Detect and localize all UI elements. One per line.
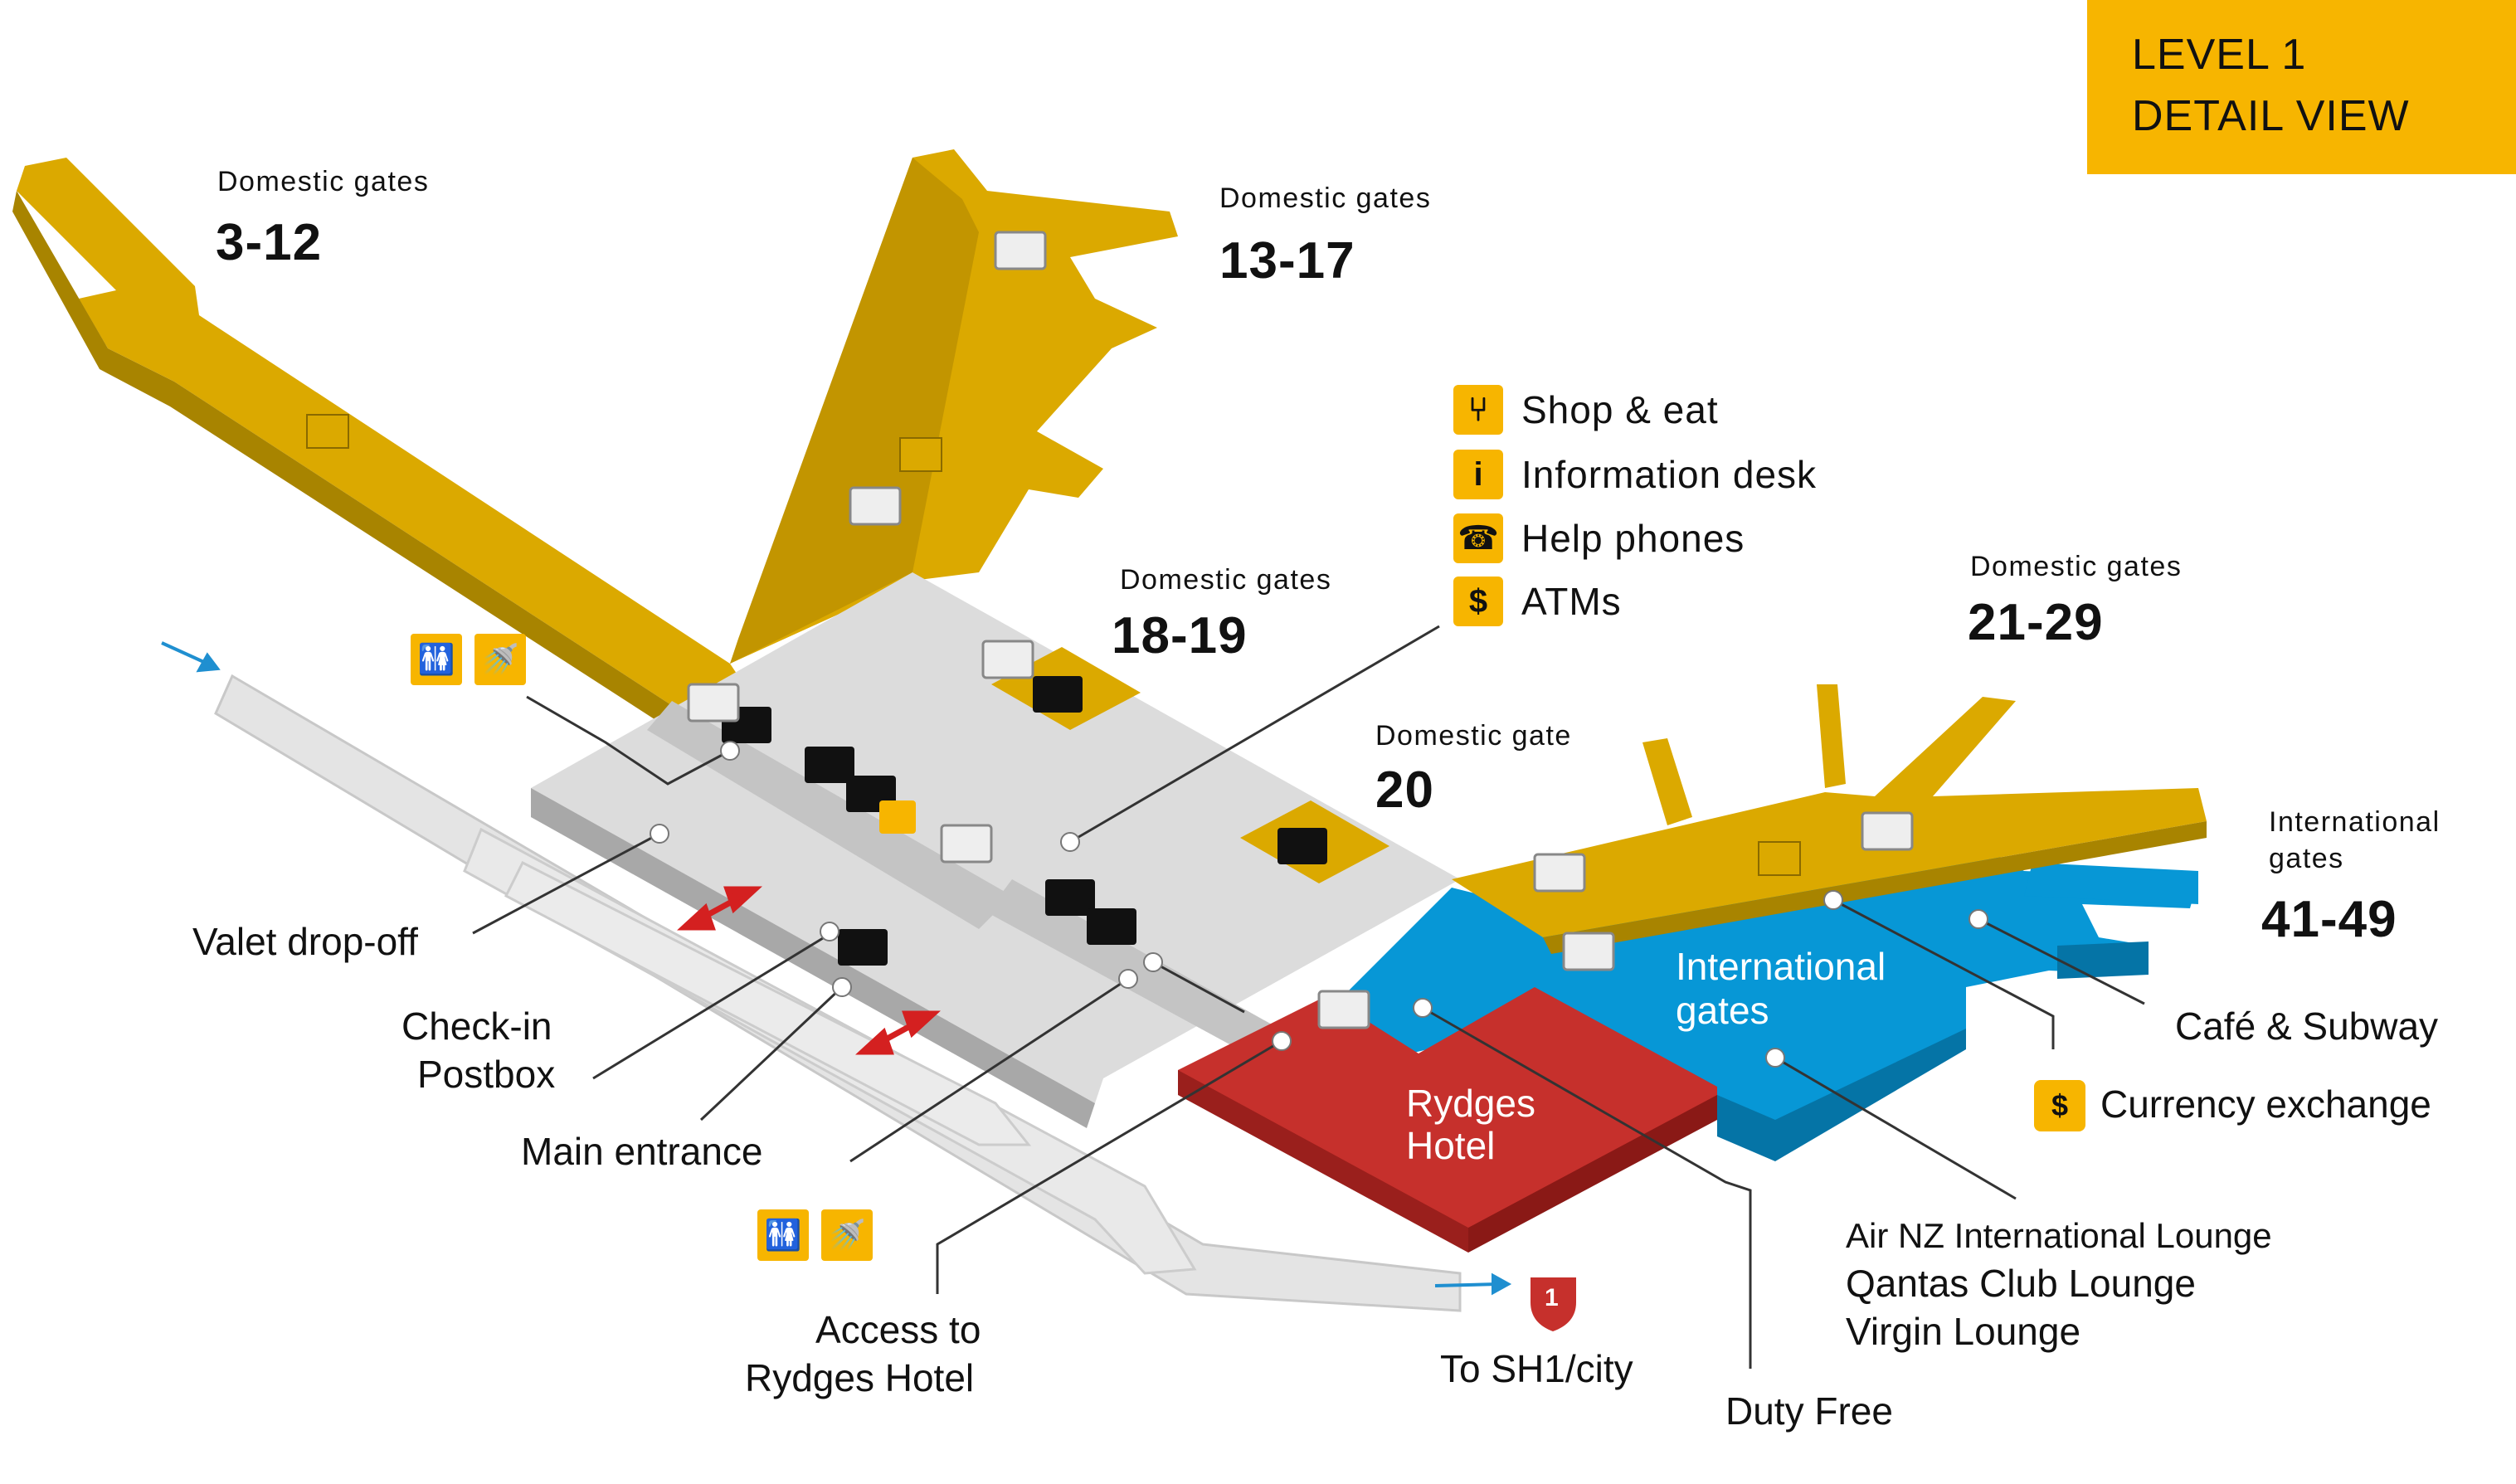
access-rydges-label-line1: Access to xyxy=(815,1308,981,1351)
gate-18-19-title: Domestic gates xyxy=(1120,564,1332,596)
roads xyxy=(214,674,1462,1312)
leader-dots xyxy=(650,741,1988,1068)
gate-21-29-title: Domestic gates xyxy=(1970,551,2183,582)
sh1-shield-icon xyxy=(1531,1277,1576,1331)
two-way-arrows xyxy=(677,886,941,1055)
lounge-qantas-label: Qantas Club Lounge xyxy=(1846,1262,2196,1305)
currency-exchange-icon: $ xyxy=(2034,1080,2085,1131)
pier-toilet-icons xyxy=(306,414,1801,876)
legend-label: Help phones xyxy=(1521,517,1745,560)
access-rydges-label-line2: Rydges Hotel xyxy=(745,1356,975,1399)
toilets-icon: 🚻 xyxy=(411,634,462,685)
gate-3-12-number: 3-12 xyxy=(216,214,323,271)
gate-18-19-number: 18-19 xyxy=(1112,607,1248,664)
shop-eat-icon: ⑂ xyxy=(1453,385,1503,435)
checkin-label: Check-in xyxy=(401,1005,552,1048)
international-area-label-line2: gates xyxy=(1676,989,1769,1032)
atm-icon: $ xyxy=(1453,577,1503,626)
level-indicator: LEVEL 1 DETAIL VIEW xyxy=(2087,0,2516,174)
sh1-shield-number: 1 xyxy=(1545,1284,1559,1311)
lounge-virgin-label: Virgin Lounge xyxy=(1846,1310,2081,1353)
shower-icon: 🚿 xyxy=(474,634,526,685)
legend-label: Information desk xyxy=(1521,453,1818,496)
valet-dropoff-label: Valet drop-off xyxy=(192,920,418,963)
gate-41-49-title-line2: gates xyxy=(2269,843,2344,874)
gate-3-12-title: Domestic gates xyxy=(217,166,430,197)
blue-arrows xyxy=(161,641,1512,1296)
gate-21-29-number: 21-29 xyxy=(1968,594,2104,651)
lounge-air-nz-label: Air NZ International Lounge xyxy=(1846,1216,2272,1255)
gate-41-49-number: 41-49 xyxy=(2261,891,2397,948)
help-phone-icon: ☎ xyxy=(1453,513,1503,563)
cafe-subway-label: Café & Subway xyxy=(2175,1005,2439,1048)
level-title: LEVEL 1 xyxy=(2132,31,2307,79)
gate-13-17-number: 13-17 xyxy=(1219,232,1355,290)
level-subtitle: DETAIL VIEW xyxy=(2132,92,2410,140)
gate-20-number: 20 xyxy=(1375,761,1434,819)
main-terminal xyxy=(531,572,1460,1128)
pier-13-17 xyxy=(730,149,1178,664)
legend-help-phones: ☎ Help phones xyxy=(1453,512,1745,565)
toilets-icon: 🚻 xyxy=(757,1209,809,1261)
legend-label: Shop & eat xyxy=(1521,388,1719,431)
pier-3-12 xyxy=(12,158,747,747)
information-icon: i xyxy=(1453,450,1503,499)
shower-icon: 🚿 xyxy=(821,1209,873,1261)
currency-exchange-label: Currency exchange xyxy=(2100,1083,2431,1126)
rydges-hotel-label-line1: Rydges xyxy=(1406,1082,1535,1125)
pier-21-29 xyxy=(1452,684,2207,954)
legend-atms: $ ATMs xyxy=(1453,575,1622,628)
postbox-label: Postbox xyxy=(417,1053,556,1096)
leader-lines xyxy=(472,625,2145,1369)
legend-information: i Information desk xyxy=(1453,448,1817,501)
rydges-hotel-building xyxy=(1178,987,1717,1253)
gate-41-49-title-line1: International xyxy=(2269,806,2441,838)
to-sh1-label: To SH1/city xyxy=(1440,1347,1633,1390)
legend-label: ATMs xyxy=(1521,580,1622,623)
lift-icons xyxy=(687,231,1914,1029)
duty-free-label: Duty Free xyxy=(1725,1389,1893,1433)
international-area-label-line1: International xyxy=(1676,945,1886,988)
gate-20-title: Domestic gate xyxy=(1375,720,1572,752)
legend-shop-eat: ⑂ Shop & eat xyxy=(1453,383,1719,436)
rydges-hotel-label-line2: Hotel xyxy=(1406,1124,1496,1167)
gate-13-17-title: Domestic gates xyxy=(1219,182,1432,214)
main-entrance-label: Main entrance xyxy=(521,1130,763,1173)
